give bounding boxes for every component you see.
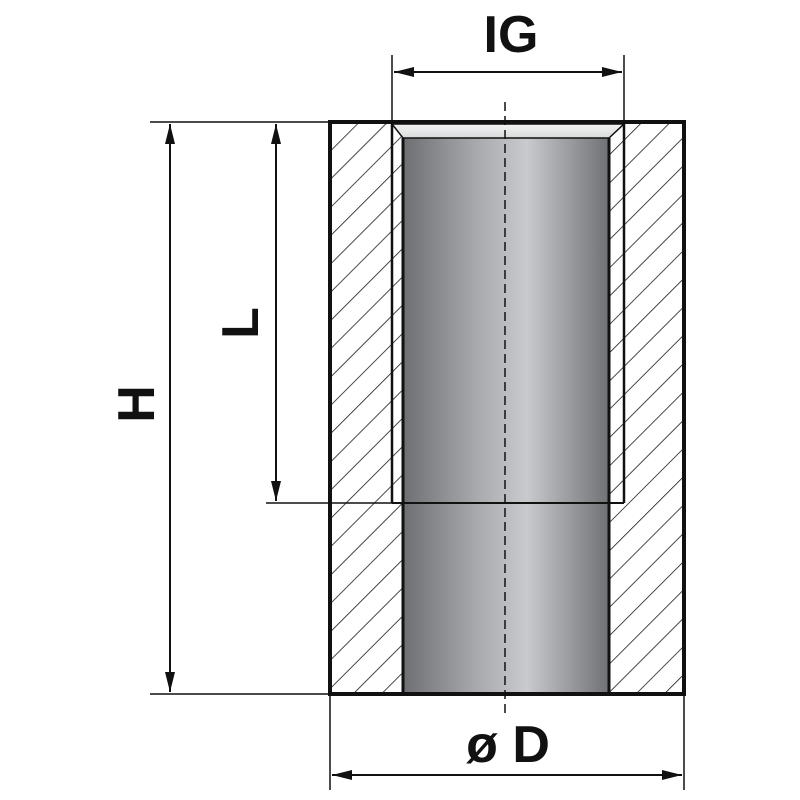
right-wall-section bbox=[609, 122, 684, 694]
l-label: L bbox=[212, 307, 270, 339]
bore-chamfer bbox=[390, 123, 626, 139]
outer-contour bbox=[328, 120, 686, 696]
thread-lines bbox=[390, 124, 626, 694]
h-label: H bbox=[108, 385, 166, 423]
inner-bore bbox=[403, 138, 609, 694]
extension-lines bbox=[150, 55, 685, 790]
ig-label: IG bbox=[484, 6, 539, 64]
diameter-label: ø D bbox=[466, 716, 550, 774]
